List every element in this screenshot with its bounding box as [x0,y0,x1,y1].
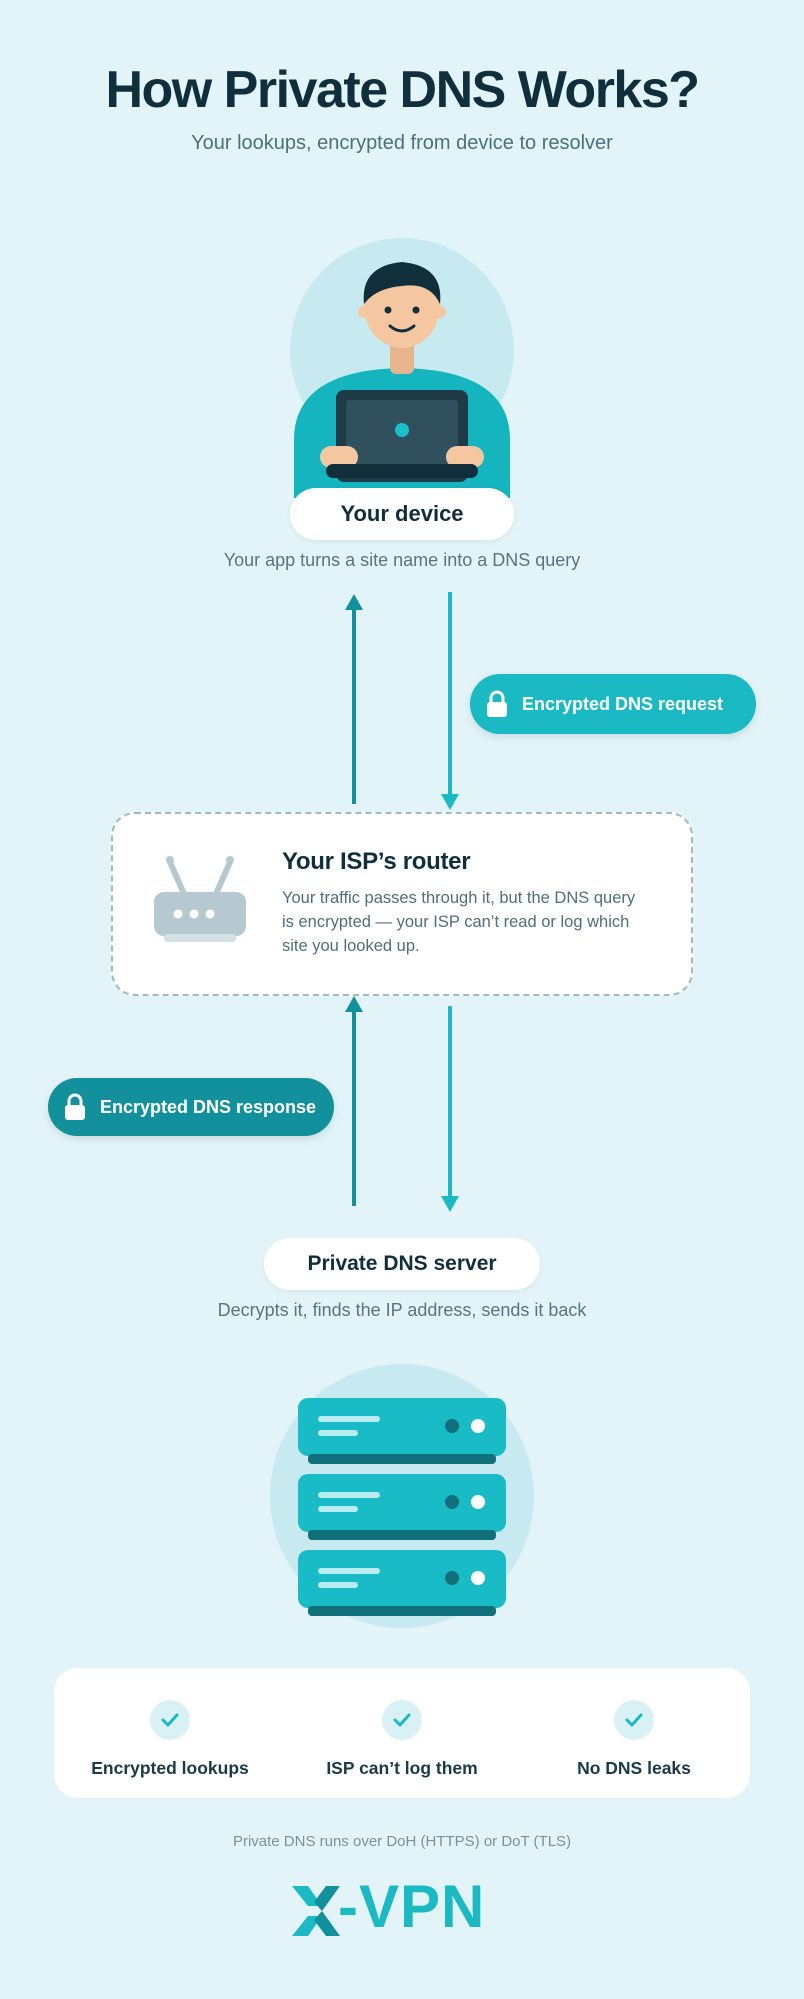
page-title: How Private DNS Works? [105,61,700,119]
server-unit [298,1398,506,1464]
request-badge-label: Encrypted DNS request [522,693,724,714]
feature-label: No DNS leaks [577,1758,691,1778]
server-unit [298,1474,506,1540]
device-caption: Your app turns a site name into a DNS qu… [223,550,581,570]
device-label: Your device [290,488,514,540]
router-icon [154,856,246,942]
router-server-arrows [345,996,459,1212]
server-rack-illustration [270,1364,534,1628]
feature-item: No DNS leaks [519,1700,749,1779]
router-title: Your ISP’s router [282,848,471,875]
device-router-arrows [345,592,459,810]
server-unit [298,1550,506,1616]
response-badge-label: Encrypted DNS response [100,1096,317,1117]
lock-icon [487,690,507,717]
feature-label: ISP can’t log them [326,1758,478,1778]
encrypted-request-badge: Encrypted DNS request [470,674,756,734]
router-description: Your traffic passes through it, but the … [282,889,636,955]
brand-logo-text: -VPN [338,1873,486,1940]
x-logo-icon [292,1886,340,1936]
server-label: Private DNS server [264,1238,540,1290]
check-icon [150,1700,190,1740]
encrypted-response-badge: Encrypted DNS response [48,1078,334,1136]
isp-router-card [111,812,693,996]
person-laptop-illustration [290,238,514,498]
check-icon [382,1700,422,1740]
lock-icon [65,1093,85,1120]
server-caption: Decrypts it, finds the IP address, sends… [217,1300,587,1320]
feature-item: Encrypted lookups [55,1700,285,1779]
check-icon [614,1700,654,1740]
feature-label: Encrypted lookups [91,1758,249,1778]
page-subtitle: Your lookups, encrypted from device to r… [191,132,613,154]
footnote: Private DNS runs over DoH (HTTPS) or DoT… [232,1833,572,1850]
feature-item: ISP can’t log them [287,1700,517,1779]
